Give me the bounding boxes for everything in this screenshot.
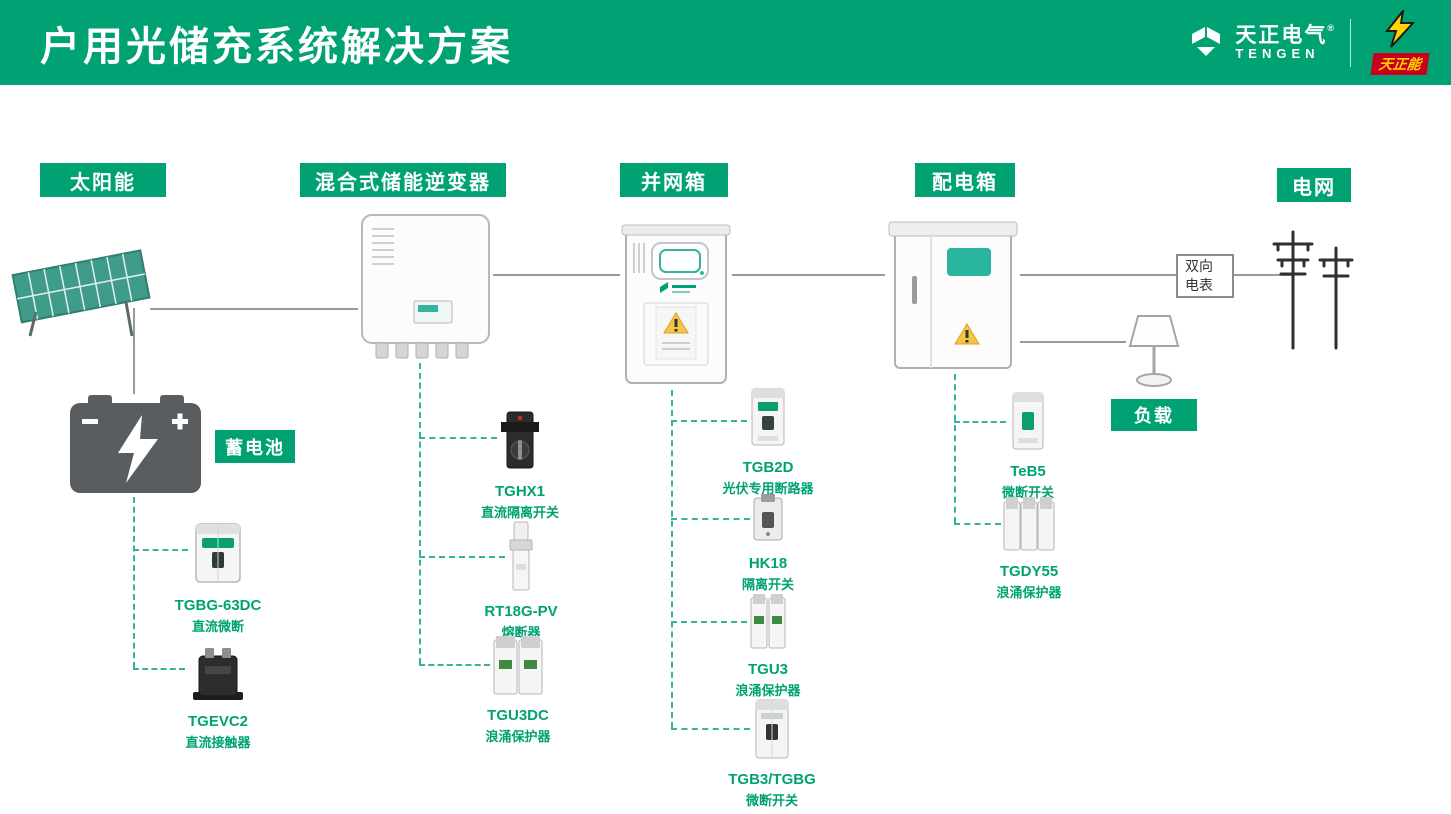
- secondary-logo-text: 天正能: [1370, 53, 1430, 75]
- product-name: TGU3DC: [487, 707, 549, 724]
- solar-panel-illustration: [8, 246, 158, 343]
- product-name: TGBG-63DC: [174, 597, 262, 614]
- product-card-tghx1: TGHX1 直流隔离开关: [458, 408, 582, 521]
- battery-illustration: [68, 393, 203, 500]
- brand-reg-mark: ®: [1327, 22, 1336, 33]
- product-card-tgb2d: TGB2D 光伏专用断路器: [704, 386, 832, 497]
- callout-stub-tgb2d: [671, 420, 747, 422]
- brand-name-en: TENGEN: [1235, 45, 1320, 61]
- product-card-tgu3: TGU3 浪涌保护器: [706, 592, 830, 699]
- callout-stub-tgu3: [671, 621, 747, 623]
- page-title: 户用光储充系统解决方案: [40, 24, 513, 69]
- brand-logo: 天正电气® TENGEN: [1185, 19, 1336, 66]
- product-card-tgbg63dc: TGBG-63DC 直流微断: [156, 520, 280, 635]
- product-card-tgevc2: TGEVC2 直流接触器: [152, 644, 284, 751]
- label-load: 负载: [1111, 399, 1197, 431]
- product-desc: 浪涌保护器: [996, 585, 1062, 600]
- product-desc: 浪涌保护器: [735, 683, 801, 698]
- product-name: TGDY55: [999, 563, 1059, 580]
- label-grid-box: 并网箱: [620, 163, 728, 197]
- fuse-holder-product-image: [505, 520, 537, 597]
- product-card-tgb3: TGB3/TGBG 微断开关: [704, 696, 840, 809]
- product-name: HK18: [748, 555, 788, 572]
- product-name: TeB5: [1010, 463, 1046, 480]
- callout-stub-tgevc2: [133, 668, 185, 670]
- tengen-logo-icon: [1185, 19, 1227, 66]
- callout-stub-tgdy55: [954, 523, 1001, 525]
- callout-stub-tgb3: [671, 728, 750, 730]
- wire-solar-battery: [133, 308, 135, 394]
- isolator-switch-product-image: [750, 492, 786, 549]
- product-card-tgu3dc: TGU3DC 浪涌保护器: [454, 634, 582, 745]
- inverter-illustration: [358, 213, 493, 366]
- logo-area: 天正电气® TENGEN 天正能: [1185, 0, 1435, 85]
- label-grid: 电网: [1277, 168, 1351, 202]
- product-card-hk18: HK18 隔离开关: [706, 492, 830, 593]
- surge-protector-product-image: [1001, 494, 1057, 557]
- wire-distbox-meter: [1020, 274, 1176, 276]
- product-desc: 光伏专用断路器: [722, 481, 814, 496]
- label-dist-box: 配电箱: [915, 163, 1015, 197]
- mini-breaker-product-image: [1006, 390, 1050, 457]
- meter-box: 双向 电表: [1176, 254, 1234, 298]
- contactor-product-image: [185, 644, 251, 707]
- pv-breaker-product-image: [747, 386, 789, 453]
- product-name: TGB2D: [742, 459, 794, 476]
- product-card-rt18gpv: RT18G-PV 熔断器: [458, 520, 584, 641]
- callout-line-gridbox: [671, 390, 673, 728]
- grid-tower-illustration: [1268, 226, 1358, 357]
- product-card-tgdy55: TGDY55 浪涌保护器: [964, 494, 1094, 601]
- label-battery: 蓄电池: [215, 430, 295, 463]
- brand-text: 天正电气® TENGEN: [1235, 22, 1336, 61]
- wire-distbox-load: [1020, 341, 1126, 343]
- header-bar: 户用光储充系统解决方案 天正电气® TENGEN: [0, 0, 1451, 85]
- product-card-teb5: TeB5 微断开关: [966, 390, 1090, 501]
- product-desc: 微断开关: [745, 793, 798, 808]
- callout-stub-tgu3dc: [419, 664, 490, 666]
- callout-line-battery: [133, 497, 135, 668]
- label-inverter: 混合式储能逆变器: [300, 163, 506, 197]
- callout-line-inverter: [419, 363, 421, 664]
- load-lamp-illustration: [1124, 312, 1184, 397]
- secondary-logo: 天正能: [1365, 7, 1435, 75]
- callout-stub-hk18: [671, 518, 750, 520]
- wire-gridbox-distbox: [732, 274, 885, 276]
- product-desc: 隔离开关: [741, 577, 794, 592]
- mini-breaker-product-image: [750, 696, 794, 765]
- dist-box-illustration: [885, 220, 1020, 377]
- product-name: TGEVC2: [187, 713, 248, 730]
- lightning-fist-icon: [1383, 7, 1417, 53]
- wire-solar-inverter: [150, 308, 358, 310]
- product-desc: 直流接触器: [185, 735, 251, 750]
- product-name: TGHX1: [494, 483, 545, 500]
- wire-meter-grid: [1234, 274, 1293, 276]
- callout-line-distbox: [954, 374, 956, 523]
- meter-line1: 双向: [1185, 258, 1213, 274]
- brand-name: 天正电气: [1235, 23, 1328, 47]
- callout-stub-teb5: [954, 421, 1006, 423]
- surge-protector-product-image: [747, 592, 789, 655]
- product-desc: 直流微断: [191, 619, 244, 634]
- grid-box-illustration: [620, 223, 732, 393]
- product-desc: 微断开关: [1001, 485, 1054, 500]
- wire-inverter-gridbox: [493, 274, 620, 276]
- surge-protector-product-image: [490, 634, 546, 701]
- callout-stub-tghx1: [419, 437, 497, 439]
- rotary-switch-product-image: [497, 408, 543, 477]
- product-desc: 浪涌保护器: [485, 729, 551, 744]
- callout-stub-tgbg: [133, 549, 188, 551]
- breaker-product-image: [190, 520, 246, 591]
- logo-divider: [1350, 18, 1351, 67]
- label-solar: 太阳能: [40, 163, 166, 197]
- meter-line2: 电表: [1185, 276, 1213, 293]
- product-name: TGB3/TGBG: [728, 771, 816, 788]
- product-name: RT18G-PV: [484, 603, 558, 620]
- callout-stub-rt18g: [419, 556, 505, 558]
- product-name: TGU3: [747, 661, 788, 678]
- product-desc: 直流隔离开关: [480, 505, 559, 520]
